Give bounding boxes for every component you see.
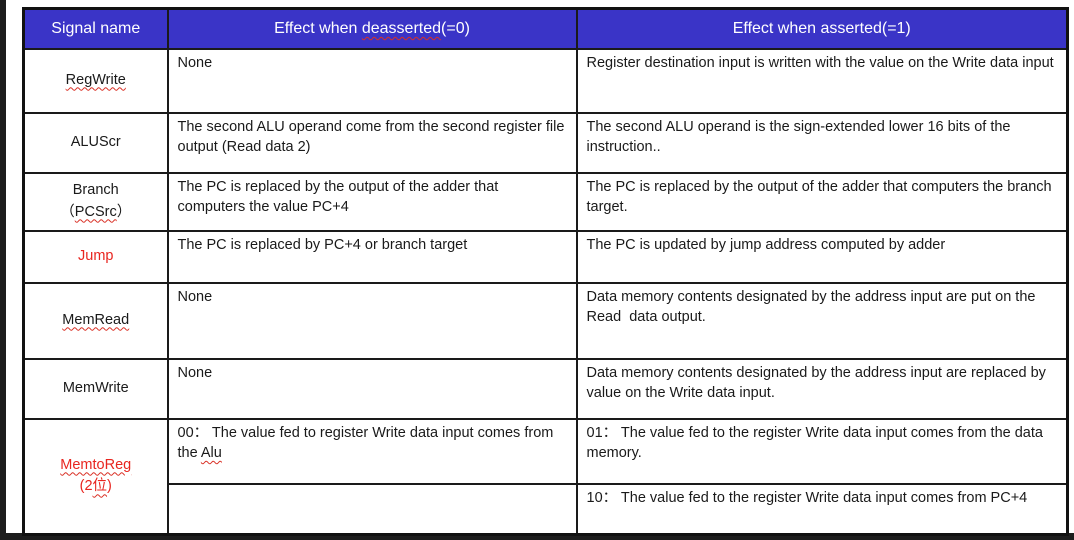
asserted-cell-memtoreg-01: 01： The value fed to the register Write …: [575, 417, 1069, 485]
signal-cell-memread: MemRead: [22, 281, 169, 360]
signal-label-memtoreg-bits-prefix: (2: [79, 478, 93, 495]
deasserted-cell-memwrite: None: [166, 357, 578, 420]
signal-cell-memwrite: MemWrite: [22, 357, 169, 420]
table-row-memread: MemRead None Data memory contents design…: [22, 281, 1069, 360]
asserted-cell-aluscr: The second ALU operand is the sign-exten…: [575, 111, 1069, 174]
control-signal-table: Signal name Effect when deasserted(=0) E…: [22, 7, 1069, 536]
table-row-memtoreg-00-01: MemtoReg (2位) 00： The value fed to regis…: [22, 417, 1069, 536]
signal-label-memread: MemRead: [62, 311, 130, 328]
table-row-jump: Jump The PC is replaced by PC+4 or branc…: [22, 229, 1069, 284]
signal-label-branch: Branch: [72, 181, 119, 198]
deasserted-cell-regwrite: None: [166, 47, 578, 114]
table-row-memtoreg-10: 10： The value fed to the register Write …: [24, 482, 1069, 536]
asserted-cell-memwrite: Data memory contents designated by the a…: [575, 357, 1069, 420]
table-row-memwrite: MemWrite None Data memory contents desig…: [22, 357, 1069, 420]
header-deasserted-suffix: (=0): [441, 19, 470, 37]
table-row-aluscr: ALUScr The second ALU operand come from …: [22, 111, 1069, 174]
table-row-regwrite: RegWrite None Register destination input…: [22, 47, 1069, 114]
asserted-cell-branch: The PC is replaced by the output of the …: [575, 171, 1069, 232]
signal-cell-memtoreg: MemtoReg (2位): [22, 417, 169, 536]
header-row: Signal name Effect when deasserted(=0) E…: [22, 7, 1069, 50]
signal-cell-regwrite: RegWrite: [22, 47, 169, 114]
signal-label-pcsrc: PCSrc: [74, 203, 117, 220]
asserted-cell-jump: The PC is updated by jump address comput…: [575, 229, 1069, 284]
signal-label-pcsrc-close: ）: [116, 203, 132, 220]
header-deasserted-prefix: Effect when: [274, 19, 362, 37]
asserted-cell-regwrite: Register destination input is written wi…: [575, 47, 1069, 114]
deasserted-cell-memtoreg-empty: [166, 482, 578, 536]
signal-cell-jump: Jump: [22, 229, 169, 284]
signal-cell-aluscr: ALUScr: [22, 111, 169, 174]
signal-label-memtoreg: MemtoReg: [60, 456, 132, 473]
bottom-edge-bar: [0, 533, 1074, 540]
signal-cell-branch: Branch （PCSrc）: [22, 171, 169, 232]
header-deasserted: Effect when deasserted(=0): [166, 7, 578, 50]
left-edge-bar: [0, 0, 6, 540]
signal-label-pcsrc-open: （: [60, 203, 75, 220]
deasserted-cell-jump: The PC is replaced by PC+4 or branch tar…: [166, 229, 578, 284]
header-signal-name: Signal name: [22, 7, 169, 50]
deasserted-cell-memtoreg-00: 00： The value fed to register Write data…: [166, 417, 578, 485]
memtoreg-00-text: 00： The value fed to register Write data…: [177, 424, 558, 461]
table-row-branch: Branch （PCSrc） The PC is replaced by the…: [22, 171, 1069, 232]
header-deasserted-wavy-word: deasserted: [361, 19, 442, 37]
deasserted-cell-memread: None: [166, 281, 578, 360]
signal-label-memwrite: MemWrite: [62, 379, 129, 396]
signal-label-memtoreg-bits-wavy: 位: [92, 478, 108, 495]
signal-label-aluscr: ALUScr: [70, 133, 121, 150]
header-asserted: Effect when asserted(=1): [575, 7, 1069, 50]
signal-label-jump: Jump: [78, 247, 114, 264]
signal-label-memtoreg-bits-suffix: ): [107, 478, 112, 495]
asserted-cell-memtoreg-10: 10： The value fed to the register Write …: [575, 482, 1069, 536]
signal-label-regwrite: RegWrite: [65, 71, 126, 88]
deasserted-cell-branch: The PC is replaced by the output of the …: [166, 171, 578, 232]
deasserted-cell-aluscr: The second ALU operand come from the sec…: [166, 111, 578, 174]
asserted-cell-memread: Data memory contents designated by the a…: [575, 281, 1069, 360]
memtoreg-00-alu-wavy: Alu: [200, 444, 222, 461]
